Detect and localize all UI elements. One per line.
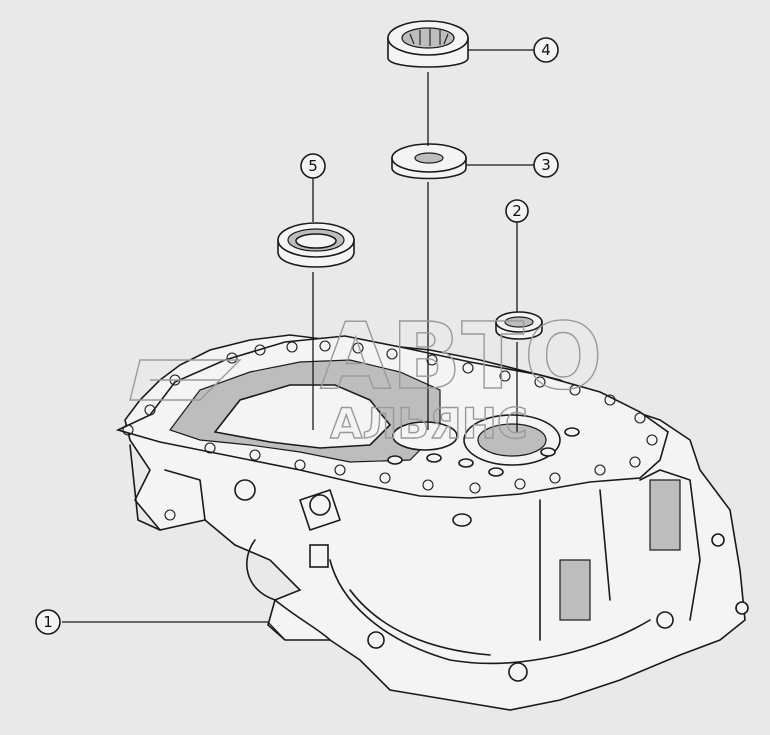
callout-label-3: 3 <box>541 156 551 174</box>
oil-seal-part-5 <box>277 222 355 268</box>
watermark: АВТО АЛЬЯНС <box>129 302 603 449</box>
callout-leaders <box>62 49 534 641</box>
callout-1: 1 <box>35 609 61 635</box>
callout-label-5: 5 <box>308 157 318 175</box>
callout-4: 4 <box>533 37 559 63</box>
callout-label-4: 4 <box>541 41 551 59</box>
watermark-line2: АЛЬЯНС <box>330 399 528 448</box>
callout-label-2: 2 <box>512 202 522 220</box>
callout-5: 5 <box>300 153 326 179</box>
transaxle-housing <box>115 334 749 711</box>
install-guide-lines <box>312 72 518 432</box>
callout-2: 2 <box>505 199 529 223</box>
shim-part-3 <box>391 143 467 180</box>
small-seal-part-2 <box>495 311 543 340</box>
watermark-line1: АВТО <box>320 303 602 410</box>
bearing-part-4 <box>387 20 469 68</box>
callout-3: 3 <box>533 152 559 178</box>
callout-label-1: 1 <box>43 613 53 631</box>
